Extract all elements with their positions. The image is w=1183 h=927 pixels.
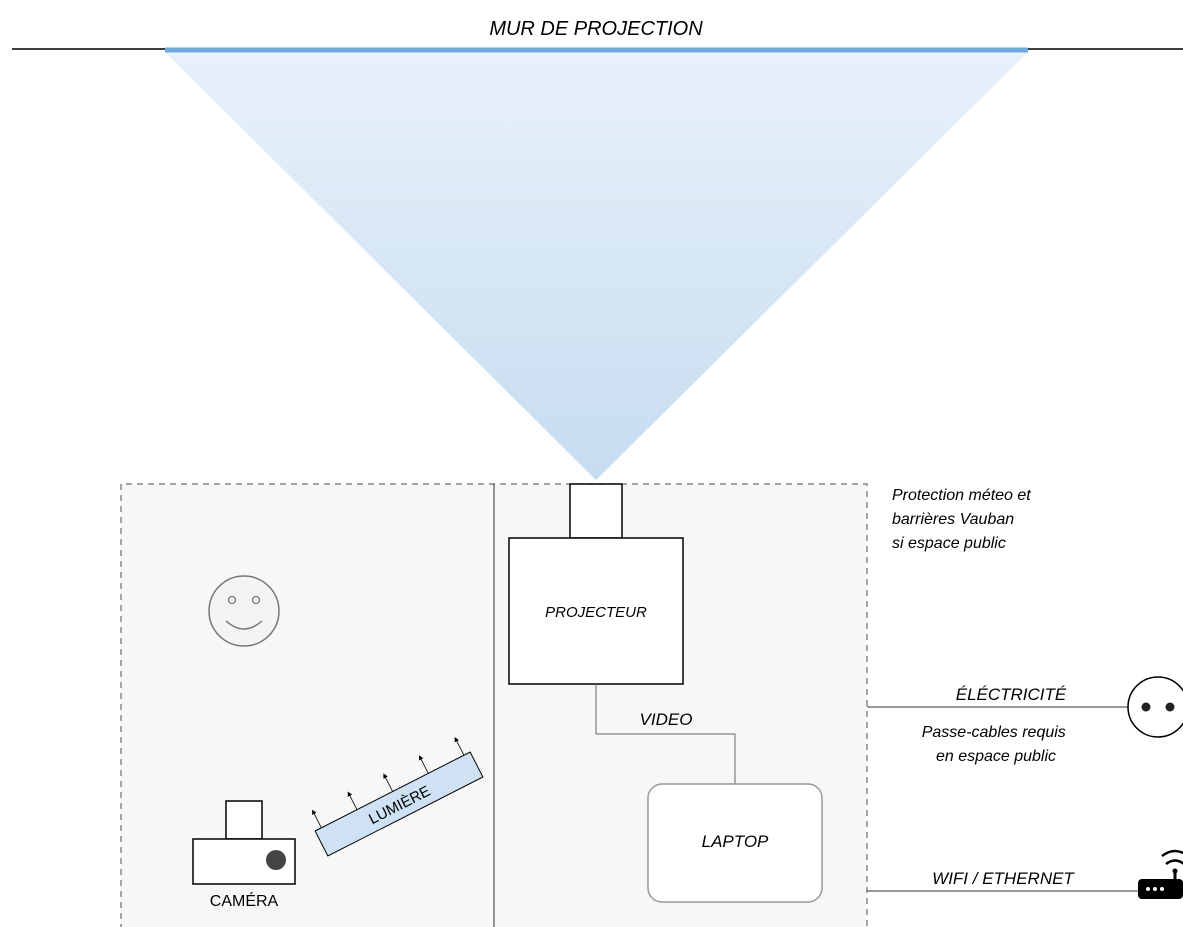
- projection-beam: [166, 53, 1027, 480]
- camera-label: CAMÉRA: [210, 891, 279, 910]
- projector: [508, 483, 684, 685]
- electricity-label: ÉLÉCTRICITÉ: [956, 685, 1067, 704]
- network-label: WIFI / ETHERNET: [932, 869, 1075, 888]
- light-rays: [312, 737, 465, 829]
- cable-note-line-2: en espace public: [936, 748, 1056, 765]
- weather-note: Protection méteo et barrières Vauban si …: [892, 487, 1035, 552]
- projector-lens: [569, 483, 623, 539]
- laptop-box: [647, 783, 823, 903]
- wall-label: MUR DE PROJECTION: [489, 18, 703, 40]
- weather-note-line-3: si espace public: [892, 535, 1006, 552]
- laptop-label: LAPTOP: [702, 832, 769, 851]
- smiley-face-icon: [208, 575, 280, 647]
- projector-body: [508, 537, 684, 685]
- zone-left: [121, 484, 494, 927]
- cable-note-line-1: Passe-cables requis: [922, 724, 1066, 741]
- video-label: VIDEO: [640, 710, 693, 729]
- camera-icon: [192, 800, 296, 885]
- video-cable: [595, 684, 736, 784]
- cable-note: Passe-cables requis en espace public: [922, 724, 1071, 765]
- power-outlet-icon: [1127, 676, 1183, 738]
- weather-note-line-2: barrières Vauban: [892, 511, 1014, 528]
- weather-note-line-1: Protection méteo et: [892, 487, 1031, 504]
- wifi-router-icon: [1138, 849, 1183, 899]
- projector-label: PROJECTEUR: [545, 604, 647, 621]
